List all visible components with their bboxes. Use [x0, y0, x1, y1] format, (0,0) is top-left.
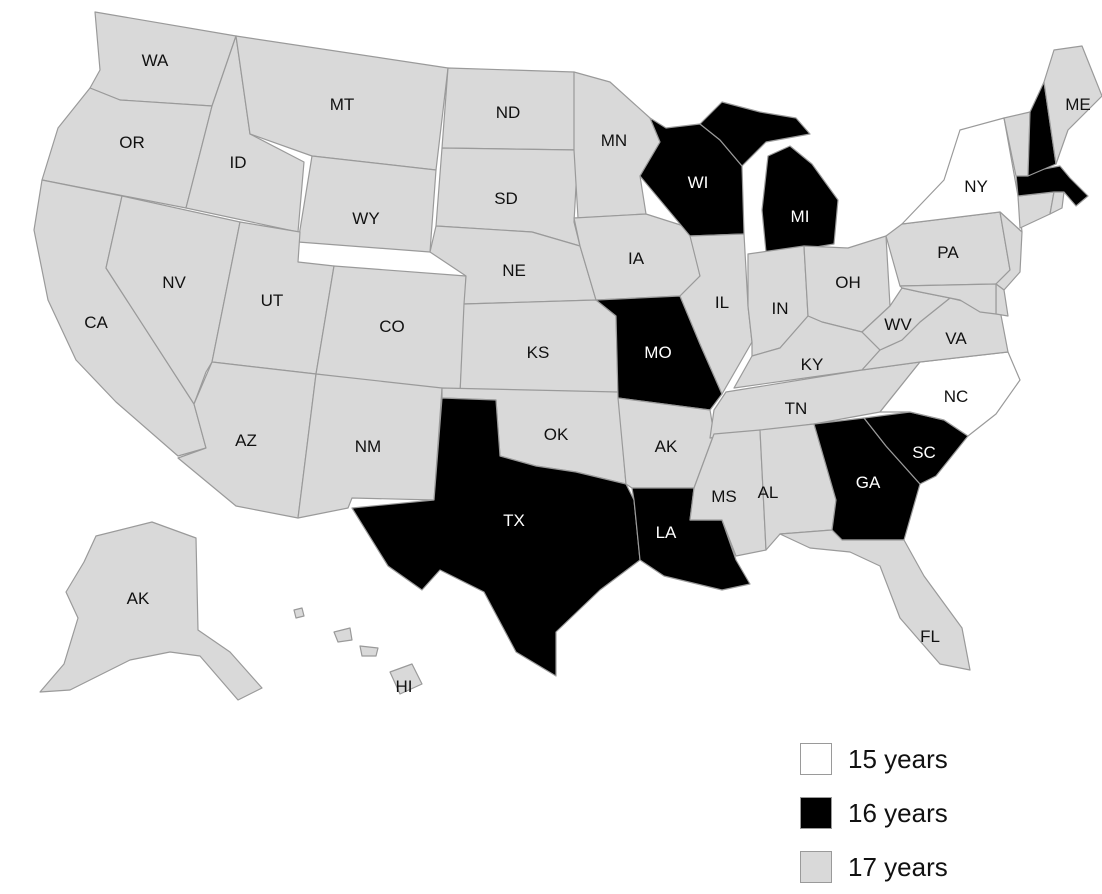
- state-label-ar: AK: [655, 437, 678, 456]
- legend-label-17: 17 years: [848, 851, 948, 882]
- state-label-ga: GA: [856, 473, 881, 492]
- state-label-mt: MT: [330, 95, 355, 114]
- state-hi: [293, 607, 423, 695]
- legend-label-16: 16 years: [848, 797, 948, 828]
- state-label-wv: WV: [884, 315, 912, 334]
- state-label-ky: KY: [801, 355, 824, 374]
- state-label-nm: NM: [355, 437, 381, 456]
- state-md: [899, 283, 997, 315]
- state-label-wa: WA: [142, 51, 169, 70]
- state-label-nd: ND: [496, 103, 521, 122]
- state-me: [1043, 45, 1102, 165]
- state-label-va: VA: [945, 329, 967, 348]
- state-label-me: ME: [1065, 95, 1091, 114]
- state-label-al: AL: [758, 483, 779, 502]
- state-label-oh: OH: [835, 273, 861, 292]
- state-label-ks: KS: [527, 343, 550, 362]
- state-label-az: AZ: [235, 431, 257, 450]
- state-label-sc: SC: [912, 443, 936, 462]
- state-de: [995, 283, 1009, 317]
- state-label-ut: UT: [261, 291, 284, 310]
- state-label-tx: TX: [503, 511, 525, 530]
- state-label-tn: TN: [785, 399, 808, 418]
- state-label-il: IL: [715, 293, 729, 312]
- legend-item-16: 16 years: [800, 786, 1100, 840]
- legend-label-15: 15 years: [848, 743, 948, 774]
- state-label-wi: WI: [688, 173, 709, 192]
- state-il: [679, 233, 753, 395]
- state-labels: WA OR CA ID NV MT WY UT AZ CO NM ND SD NE KS OK TX MN IA MO…: [84, 51, 1091, 696]
- state-mi: [699, 101, 839, 253]
- state-label-ne: NE: [502, 261, 526, 280]
- state-shapes: [33, 11, 1102, 701]
- state-ak: [39, 521, 263, 701]
- state-label-ak: AK: [127, 589, 150, 608]
- state-label-wy: WY: [352, 209, 379, 228]
- state-wy: [297, 155, 437, 253]
- state-label-or: OR: [119, 133, 145, 152]
- legend-item-17: 17 years: [800, 840, 1100, 894]
- state-label-ms: MS: [711, 487, 737, 506]
- state-fl: [779, 529, 971, 671]
- state-label-in: IN: [772, 299, 789, 318]
- legend-swatch-15: [800, 743, 832, 775]
- state-label-mn: MN: [601, 131, 627, 150]
- legend-swatch-17: [800, 851, 832, 883]
- legend: 15 years 16 years 17 years: [800, 732, 1100, 894]
- state-label-nv: NV: [162, 273, 186, 292]
- state-label-ia: IA: [628, 249, 645, 268]
- state-label-la: LA: [656, 523, 677, 542]
- state-ma: [1015, 165, 1089, 207]
- state-label-ca: CA: [84, 313, 108, 332]
- state-label-nc: NC: [944, 387, 969, 406]
- state-label-hi: HI: [396, 677, 413, 696]
- state-label-mi: MI: [791, 207, 810, 226]
- state-label-id: ID: [230, 153, 247, 172]
- state-label-sd: SD: [494, 189, 518, 208]
- state-ct: [1017, 191, 1055, 229]
- state-tx: [351, 397, 641, 677]
- state-label-fl: FL: [920, 627, 940, 646]
- state-label-co: CO: [379, 317, 405, 336]
- state-label-mo: MO: [644, 343, 671, 362]
- state-label-ny: NY: [964, 177, 988, 196]
- state-label-pa: PA: [937, 243, 959, 262]
- legend-swatch-16: [800, 797, 832, 829]
- state-label-ok: OK: [544, 425, 569, 444]
- legend-item-15: 15 years: [800, 732, 1100, 786]
